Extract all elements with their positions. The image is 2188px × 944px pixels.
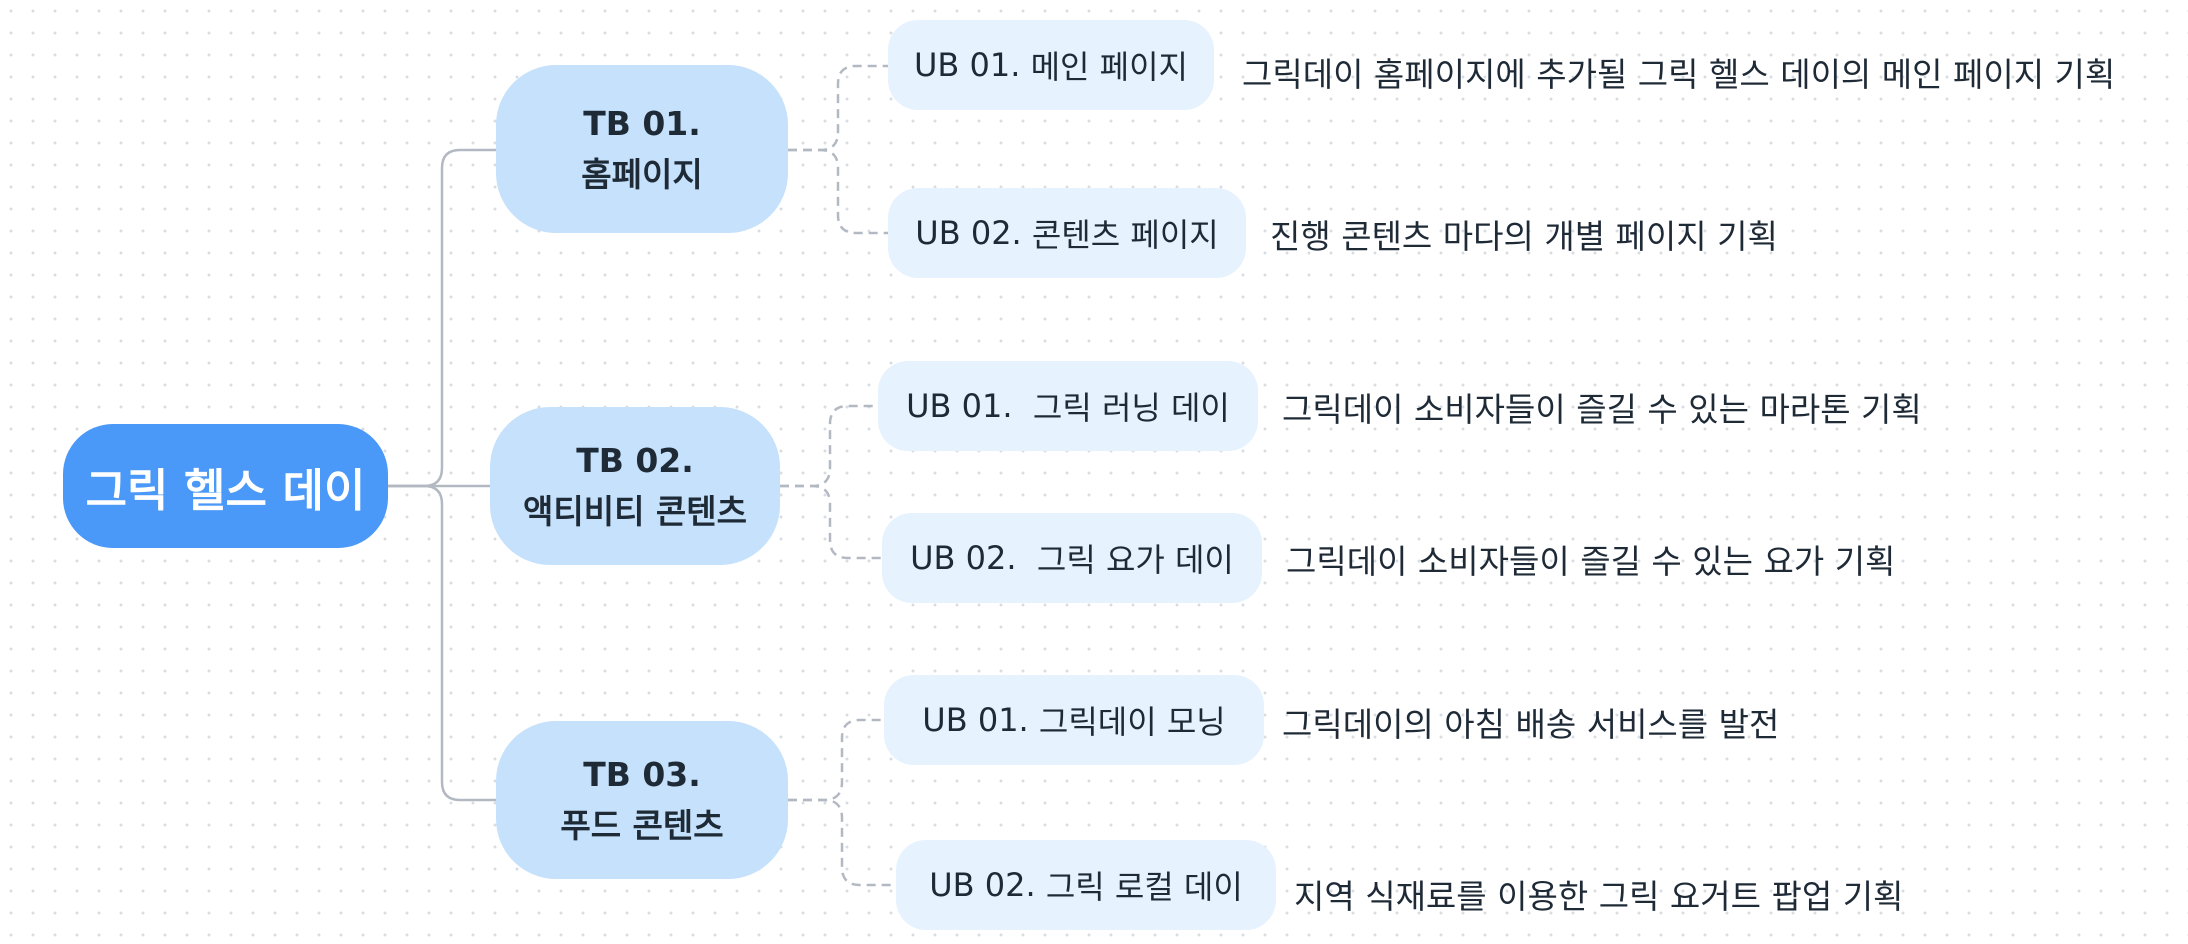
subtopic-node-tb03-ub01[interactable]: UB 01. 그릭데이 모닝: [884, 675, 1264, 765]
subtopic-title: 그릭데이 모닝: [1038, 703, 1226, 741]
subtopic-node-tb02-ub02[interactable]: UB 02. 그릭 요가 데이: [882, 513, 1262, 603]
connector-tb03-ub01: [788, 718, 884, 802]
subtopic-title: 그릭 요가 데이: [1036, 541, 1234, 579]
connector-tb02-ub01: [780, 404, 878, 488]
subtopic-code: UB 02.: [915, 214, 1022, 252]
subtopic-node-tb03-ub02[interactable]: UB 02. 그릭 로컬 데이: [896, 840, 1276, 930]
topic-title: 푸드 콘텐츠: [560, 806, 724, 845]
description-tb02-ub02: 그릭데이 소비자들이 즐길 수 있는 요가 기획: [1286, 542, 1896, 581]
description-tb03-ub02: 지역 식재료를 이용한 그릭 요거트 팝업 기획: [1294, 877, 1904, 916]
topic-node-tb01[interactable]: TB 01. 홈페이지: [496, 65, 788, 233]
topic-code: TB 03.: [583, 754, 701, 794]
connector-tb01-ub01: [788, 64, 888, 152]
root-node[interactable]: 그릭 헬스 데이: [63, 424, 388, 548]
subtopic-code: UB 02.: [929, 866, 1036, 904]
topic-node-tb02[interactable]: TB 02. 액티비티 콘텐츠: [490, 407, 780, 565]
subtopic-code: UB 01.: [922, 701, 1029, 739]
connector-tb03-ub02: [788, 798, 896, 887]
topic-code: TB 02.: [576, 440, 694, 480]
connector-root-tb03: [388, 484, 496, 802]
subtopic-title: 그릭 러닝 데이: [1032, 389, 1230, 427]
subtopic-code: UB 01.: [914, 46, 1021, 84]
subtopic-node-tb01-ub01[interactable]: UB 01. 메인 페이지: [888, 20, 1214, 110]
subtopic-node-tb01-ub02[interactable]: UB 02. 콘텐츠 페이지: [888, 188, 1246, 278]
subtopic-code: UB 01.: [906, 387, 1013, 425]
description-tb01-ub01: 그릭데이 홈페이지에 추가될 그릭 헬스 데이의 메인 페이지 기획: [1242, 55, 2116, 94]
connector-root-tb01: [388, 148, 496, 488]
topic-code: TB 01.: [583, 103, 701, 143]
subtopic-title: 메인 페이지: [1030, 48, 1188, 86]
connector-tb01-ub02: [788, 148, 888, 235]
description-tb03-ub01: 그릭데이의 아침 배송 서비스를 발전: [1282, 705, 1780, 744]
description-tb01-ub02: 진행 콘텐츠 마다의 개별 페이지 기획: [1270, 217, 1778, 256]
subtopic-title: 그릭 로컬 데이: [1045, 868, 1243, 906]
topic-title: 홈페이지: [581, 155, 703, 194]
topic-node-tb03[interactable]: TB 03. 푸드 콘텐츠: [496, 721, 788, 879]
topic-title: 액티비티 콘텐츠: [522, 492, 747, 531]
subtopic-node-tb02-ub01[interactable]: UB 01. 그릭 러닝 데이: [878, 361, 1258, 451]
description-tb02-ub01: 그릭데이 소비자들이 즐길 수 있는 마라톤 기획: [1282, 390, 1922, 429]
subtopic-title: 콘텐츠 페이지: [1031, 216, 1219, 254]
connector-tb02-ub02: [780, 484, 882, 560]
subtopic-code: UB 02.: [910, 539, 1017, 577]
root-label: 그릭 헬스 데이: [85, 463, 366, 517]
